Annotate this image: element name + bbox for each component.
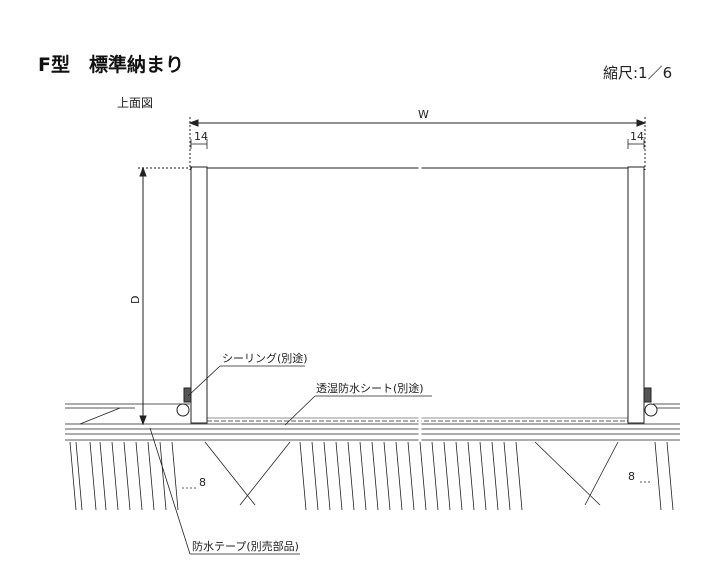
dimension-width	[188, 117, 647, 170]
edge-dimension-right-label: 14	[630, 130, 644, 143]
dimension-depth	[138, 166, 192, 426]
gap-dimension-right-label: 8	[628, 470, 635, 483]
backer-rods	[176, 387, 658, 417]
edge-dimension-left	[190, 139, 208, 149]
insulation-pattern	[69, 441, 674, 511]
view-label: 上面図	[117, 96, 154, 110]
callout-sealing-leader	[187, 365, 305, 397]
edge-dimension-right	[627, 139, 645, 149]
callout-waterproof-tape: 防水テープ(別売部品)	[192, 539, 299, 553]
page-title: F型 標準納まり	[38, 54, 184, 76]
callout-tape-leader	[149, 427, 300, 555]
scale-label: 縮尺:1／6	[603, 64, 673, 82]
dimension-w-label: W	[418, 108, 429, 121]
gap-dimension-left-label: 8	[199, 476, 206, 489]
edge-dimension-left-label: 14	[194, 130, 208, 143]
callout-breathable-sheet: 透湿防水シート(別途)	[316, 381, 424, 395]
callout-sheet-leader	[284, 395, 432, 426]
callout-sealing: シーリング(別途)	[222, 351, 308, 365]
wall-section	[65, 166, 680, 442]
dimension-d-label: D	[129, 296, 142, 304]
frame-outline	[190, 166, 645, 424]
